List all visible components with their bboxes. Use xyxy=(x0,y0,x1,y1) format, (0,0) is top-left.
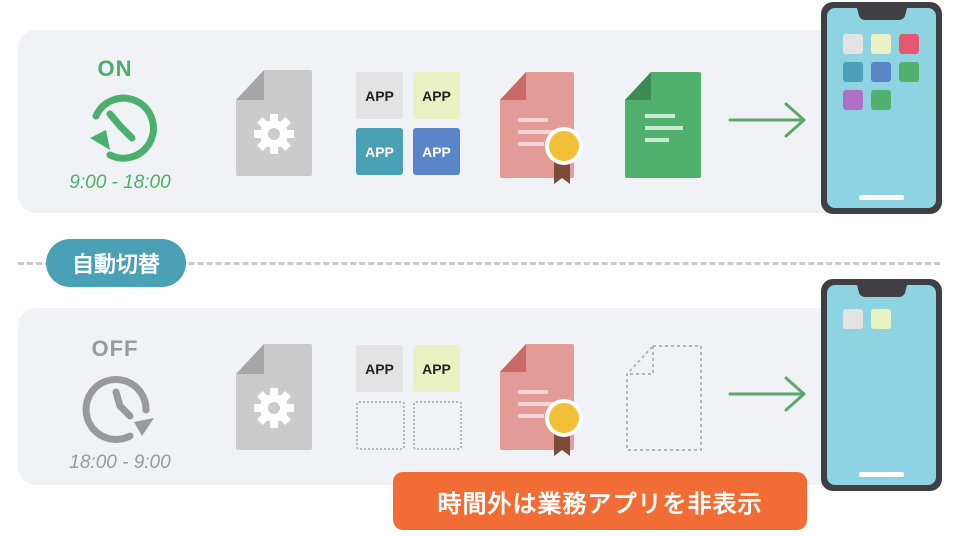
hidden-document-icon xyxy=(626,345,702,451)
arrow-right-icon xyxy=(728,102,806,138)
app-tile: APP xyxy=(356,345,403,392)
hidden-app-slot xyxy=(413,401,462,450)
app-tile: APP xyxy=(413,128,460,175)
app-tile: APP xyxy=(356,128,403,175)
settings-document-icon xyxy=(236,70,312,176)
phone-with-apps-icon xyxy=(821,279,942,491)
settings-document-icon xyxy=(236,344,312,450)
app-tile: APP xyxy=(413,345,460,392)
app-tile: APP xyxy=(413,72,460,119)
off-clock-icon xyxy=(82,376,154,443)
on-time-range: 9:00 - 18:00 xyxy=(69,172,171,193)
on-status-label: ON xyxy=(97,56,133,81)
certificate-document-icon xyxy=(500,344,583,456)
off-panel xyxy=(18,308,858,485)
section-divider xyxy=(18,262,940,265)
certificate-document-icon xyxy=(500,72,583,184)
hide-apps-banner: 時間外は業務アプリを非表示 xyxy=(393,472,807,530)
on-clock-icon xyxy=(90,94,157,162)
phone-with-apps-icon xyxy=(821,2,942,214)
auto-switch-badge: 自動切替 xyxy=(46,239,186,287)
on-panel xyxy=(18,30,858,213)
off-time-range: 18:00 - 9:00 xyxy=(69,452,171,473)
arrow-right-icon xyxy=(728,376,806,412)
off-status-label: OFF xyxy=(91,336,139,361)
green-document-icon xyxy=(625,72,701,178)
hidden-app-slot xyxy=(356,401,405,450)
app-tile: APP xyxy=(356,72,403,119)
